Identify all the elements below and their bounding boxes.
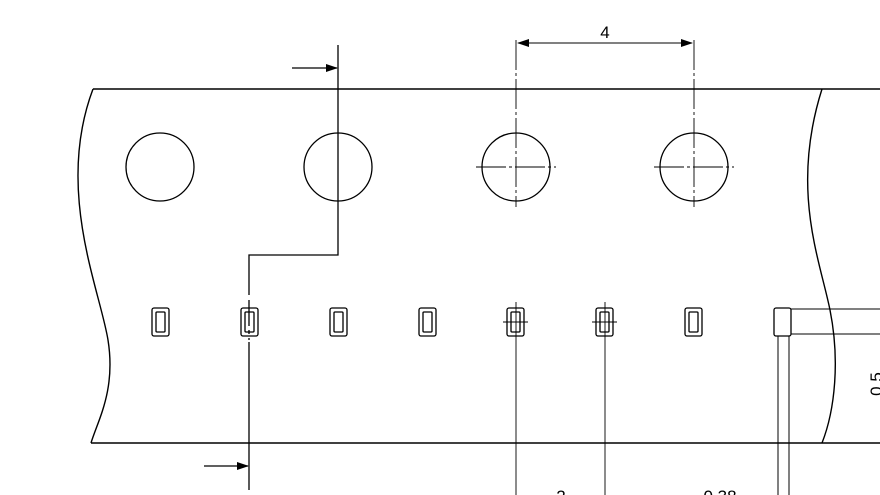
cavities: [151, 307, 792, 337]
section-line: [248, 45, 339, 490]
tape-right-break: [806, 88, 836, 444]
cavity: [151, 307, 170, 337]
cavity: [684, 307, 703, 337]
cavity-centerlines: [503, 302, 617, 495]
cavity-pitch-label: 2: [556, 487, 565, 495]
cavity: [418, 307, 437, 337]
tape-left-break: [77, 88, 111, 444]
cavity: [240, 307, 259, 337]
tape-height-label: 0.5: [867, 372, 880, 396]
cavity-width-label: 0.38: [703, 487, 736, 495]
cavity: [773, 307, 792, 337]
cavity: [329, 307, 348, 337]
hole-centerlines: [476, 40, 734, 207]
sprocket-pitch-label: 4: [600, 23, 609, 42]
sprocket-hole: [125, 132, 195, 202]
cavity-width-extensions: [777, 308, 880, 495]
tape-outline: [77, 88, 880, 444]
sprocket-holes: [125, 132, 729, 202]
